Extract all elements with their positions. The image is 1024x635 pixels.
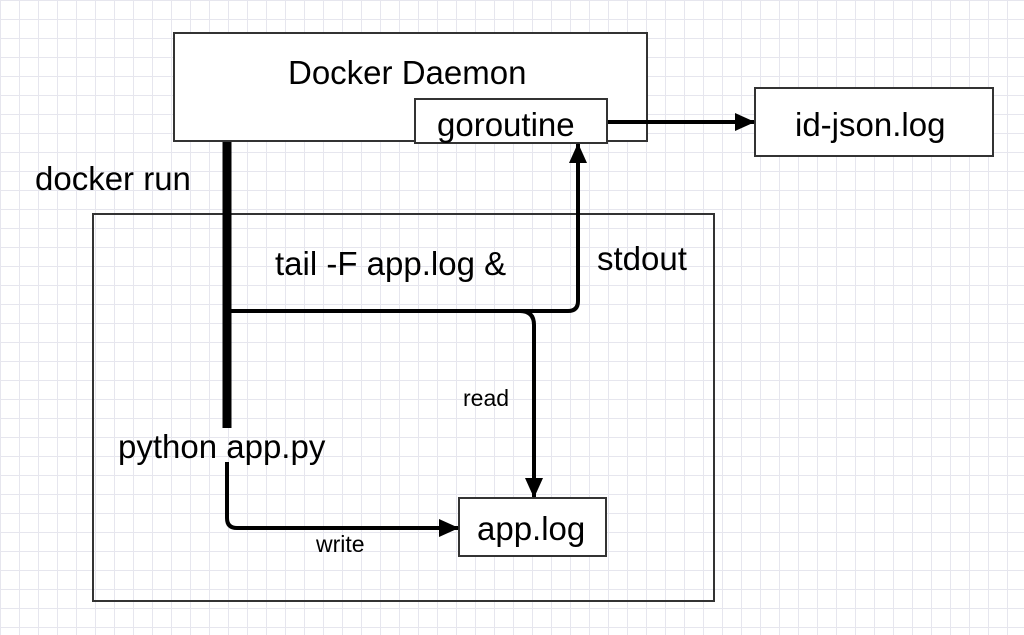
container-box <box>92 213 715 602</box>
write-arrow <box>225 462 459 537</box>
read-arrow <box>519 309 543 498</box>
id-json-log-label: id-json.log <box>795 106 946 143</box>
write-label: write <box>316 531 365 557</box>
docker-run-label: docker run <box>35 160 191 197</box>
goroutine-box <box>414 98 608 144</box>
docker-daemon-title: Docker Daemon <box>288 54 527 91</box>
docker-daemon-box <box>173 32 648 142</box>
stdout-arrow <box>227 143 587 313</box>
id-json-log-box <box>754 87 994 157</box>
read-label: read <box>463 385 510 411</box>
app-log-label: app.log <box>477 510 586 547</box>
python-command-label: python app.py <box>118 428 326 465</box>
tail-command-label: tail -F app.log & <box>275 245 507 282</box>
app-log-box <box>458 497 607 557</box>
stdout-label: stdout <box>597 240 687 277</box>
goroutine-label: goroutine <box>437 106 575 143</box>
